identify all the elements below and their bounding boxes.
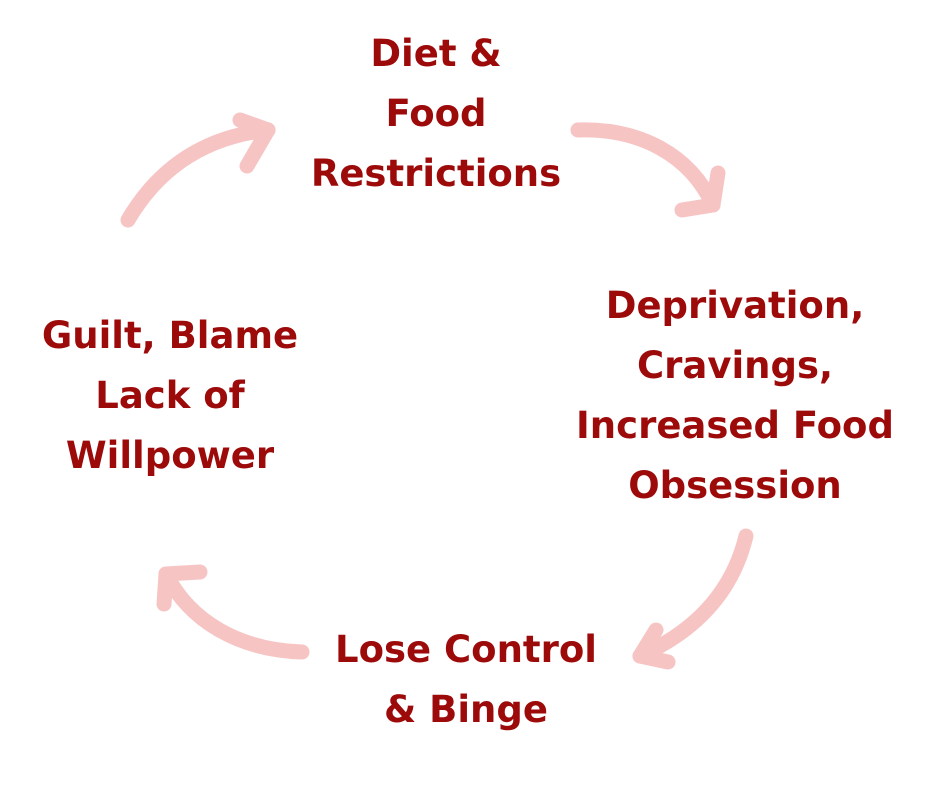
arrow-right-to-bottom: [632, 528, 754, 670]
node-text-line: Deprivation,: [605, 284, 865, 327]
node-text-line: Willpower: [65, 434, 275, 477]
node-text-line: Cravings,: [636, 344, 834, 387]
node-text-line: Increased Food: [576, 404, 894, 447]
node-text-line: Lack of: [95, 374, 245, 417]
arrow-top-to-right: [570, 122, 726, 218]
node-text-line: & Binge: [384, 688, 548, 731]
node-text-line: Food: [385, 92, 487, 135]
node-guilt-blame: Guilt, Blame Lack of Willpower: [20, 306, 320, 486]
node-lose-control-binge: Lose Control & Binge: [316, 620, 616, 740]
node-text-line: Guilt, Blame: [41, 314, 299, 357]
arrow-bottom-to-left: [156, 564, 310, 660]
node-text-line: Lose Control: [335, 628, 597, 671]
node-text-line: Diet &: [370, 32, 502, 75]
node-deprivation-cravings: Deprivation, Cravings, Increased Food Ob…: [560, 276, 910, 516]
arrow-left-to-top: [120, 112, 276, 228]
node-text-line: Obsession: [628, 464, 842, 507]
node-diet-food-restrictions: Diet & Food Restrictions: [300, 24, 572, 204]
node-text-line: Restrictions: [310, 152, 562, 195]
